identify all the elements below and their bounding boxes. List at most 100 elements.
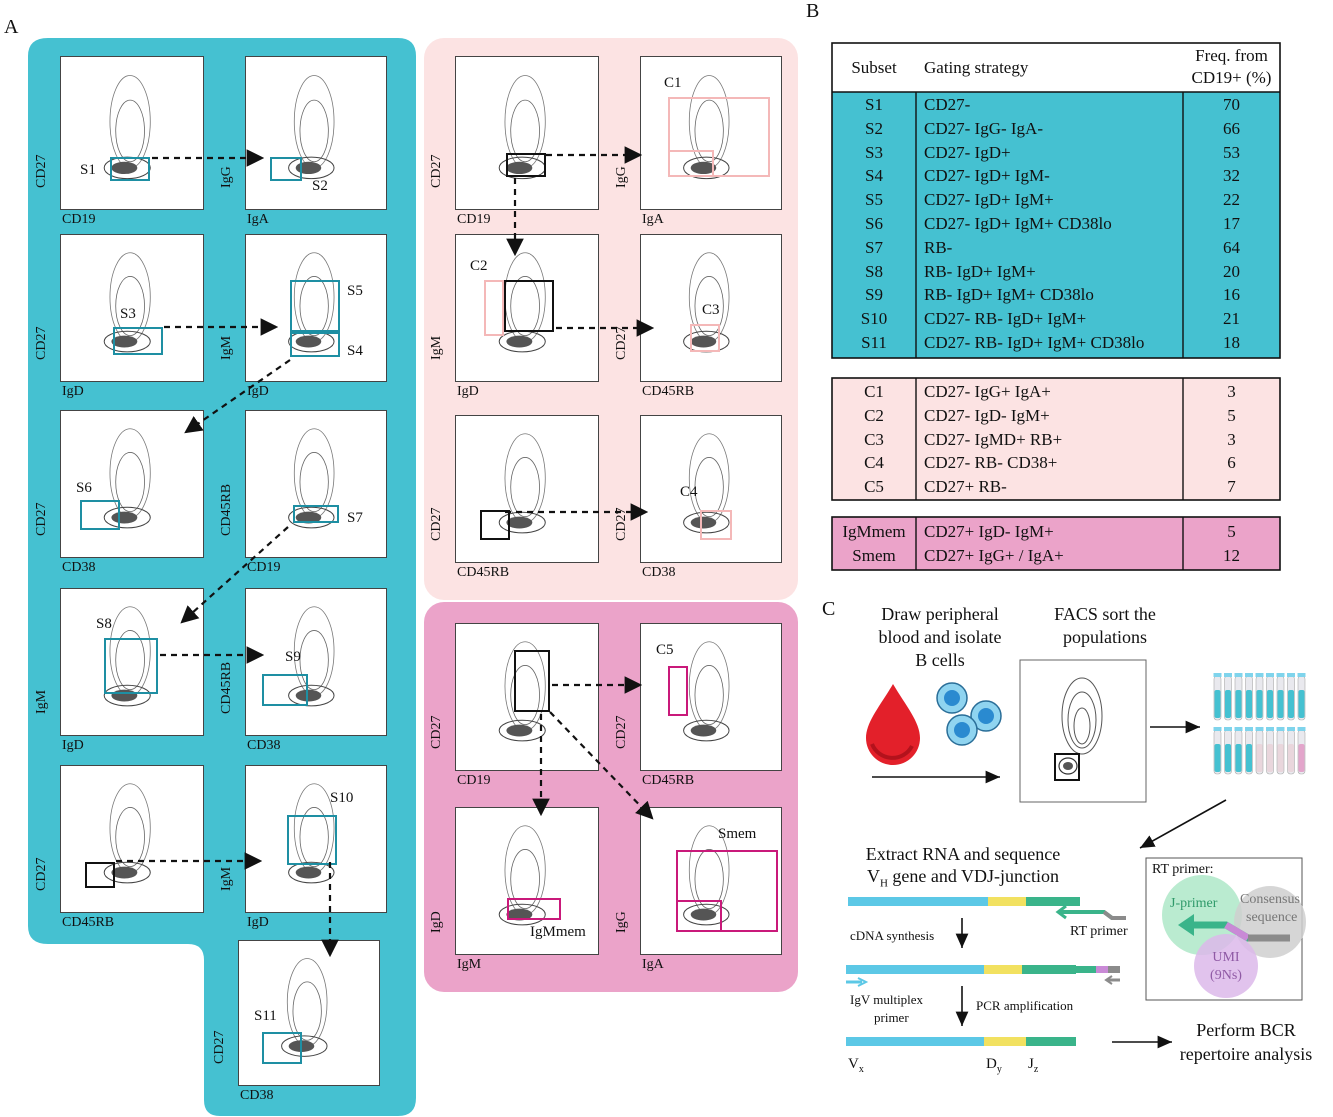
x-axis-label: CD38	[642, 565, 676, 580]
header-freq-1: Freq. from	[1195, 46, 1268, 65]
table-cell-subset: C2	[864, 405, 884, 425]
table-cell-gating: CD27+ IgG+ / IgA+	[924, 545, 1064, 565]
step2-line2: populations	[1063, 627, 1147, 647]
table-cell-subset: C3	[864, 429, 884, 449]
x-axis-label: CD45RB	[642, 384, 695, 399]
x-axis-label: CD19	[457, 773, 491, 788]
table-cell-freq: 18	[1223, 333, 1240, 352]
table-cell-freq: 12	[1223, 545, 1240, 565]
seq-d-label: Dy	[986, 1056, 1002, 1075]
gate-box	[270, 157, 302, 181]
gate-label-S2: S2	[312, 178, 328, 194]
step3-line1: Extract RNA and sequence	[865, 844, 1061, 864]
table-cell-gating: CD27- IgD+ IgM-	[924, 166, 1050, 186]
gate-box	[287, 815, 337, 865]
flow-plot-p1	[455, 56, 599, 210]
table-cell-gating: CD27- RB- IgD+ IgM+	[924, 309, 1087, 329]
flow-plot-m1	[455, 623, 599, 771]
inset-title: RT primer:	[1152, 862, 1214, 877]
gate-label-C5: C5	[656, 642, 674, 658]
gate-box	[507, 898, 561, 920]
gate-label-S1: S1	[80, 162, 96, 178]
gate-label-S10: S10	[330, 790, 354, 806]
b-cells-icon	[936, 682, 1002, 746]
gate-box	[506, 153, 546, 177]
contour-plot	[103, 252, 151, 353]
table-cell-freq: 5	[1227, 405, 1236, 425]
x-axis-label: IgD	[457, 384, 479, 399]
cdna-synthesis-label: cDNA synthesis	[850, 928, 935, 943]
d-sub: y	[996, 1064, 1002, 1075]
inset-j-primer: J-primer	[1170, 896, 1218, 911]
gate-box	[110, 157, 150, 181]
table-cell-subset: C4	[864, 453, 884, 473]
gate-box	[668, 666, 688, 716]
flow-plot-a6	[245, 410, 387, 558]
table-cell-freq: 3	[1227, 382, 1236, 401]
cdna-sequence-1	[848, 897, 1126, 920]
panel-label-a: A	[4, 16, 19, 38]
table-cell-freq: 20	[1223, 261, 1240, 281]
table-cell-freq: 32	[1223, 166, 1240, 186]
flow-plot-p5	[455, 415, 599, 563]
vh-sub: H	[879, 877, 888, 890]
gate-box	[80, 500, 120, 530]
table-cell-gating: CD27+ IgD- IgM+	[924, 522, 1054, 541]
panel-label-b: B	[806, 0, 820, 22]
gate-label-C3: C3	[702, 302, 720, 318]
table-cell-subset: S10	[860, 309, 888, 329]
contour-plot	[498, 641, 546, 742]
table-cell-gating: CD27- IgMD+ RB+	[924, 429, 1063, 449]
gate-label-S9: S9	[285, 649, 301, 665]
panel-label-c: C	[822, 598, 836, 620]
x-axis-label: CD38	[62, 560, 96, 575]
gate-box	[668, 150, 714, 177]
table-cell-subset: S9	[865, 285, 883, 305]
flow-plot-a10	[245, 765, 387, 913]
table-cell-gating: CD27+ RB-	[924, 477, 1007, 497]
x-axis-label: CD19	[457, 212, 491, 227]
gate-box	[700, 510, 732, 540]
flow-plot-m2	[640, 623, 782, 771]
v-letter: V	[848, 1056, 859, 1072]
j-letter: J	[1028, 1056, 1034, 1072]
gate-label-S3: S3	[120, 306, 136, 322]
inset-umi-2: (9Ns)	[1210, 968, 1242, 983]
table-cell-subset: S11	[861, 333, 887, 352]
flow-plot-a8	[245, 588, 387, 736]
gate-label-S7: S7	[347, 510, 363, 526]
gate-box	[690, 324, 720, 352]
j-sub: z	[1033, 1064, 1039, 1075]
gate-box	[504, 280, 554, 332]
gate-box	[676, 850, 778, 932]
table-cell-gating: CD27- IgD+ IgM+	[924, 190, 1054, 210]
gate-label-C4: C4	[680, 484, 698, 500]
table-cell-subset: C5	[864, 477, 884, 497]
cdna-sequence-3	[846, 1037, 1076, 1046]
contour-plot	[288, 428, 335, 529]
table-cell-subset: S6	[865, 214, 883, 233]
gate-box	[676, 900, 722, 932]
table-cell-freq: 53	[1223, 142, 1240, 162]
step2-line1: FACS sort the	[1054, 604, 1156, 624]
pcr-label: PCR amplification	[976, 998, 1074, 1013]
table-cell-gating: RB- IgD+ IgM+ CD38lo	[924, 285, 1094, 305]
contour-plot	[103, 75, 151, 180]
contour-plot	[498, 825, 546, 926]
table-cell-subset: S7	[865, 237, 883, 257]
final-step-line2: repertoire analysis	[1179, 1044, 1313, 1064]
table-cell-freq: 5	[1227, 522, 1236, 541]
x-axis-label: IgD	[62, 738, 84, 753]
table-cell-freq: 64	[1223, 237, 1240, 257]
gate-box	[85, 862, 115, 888]
contour-plot	[683, 641, 730, 742]
gate-box	[104, 638, 158, 694]
contour-plot	[498, 433, 546, 534]
table-cell-gating: CD27-	[924, 95, 971, 114]
table-cell-gating: CD27- IgG- IgA-	[924, 118, 1043, 138]
table-cell-gating: CD27- RB- CD38+	[924, 453, 1058, 473]
gate-label-S11: S11	[254, 1008, 277, 1024]
